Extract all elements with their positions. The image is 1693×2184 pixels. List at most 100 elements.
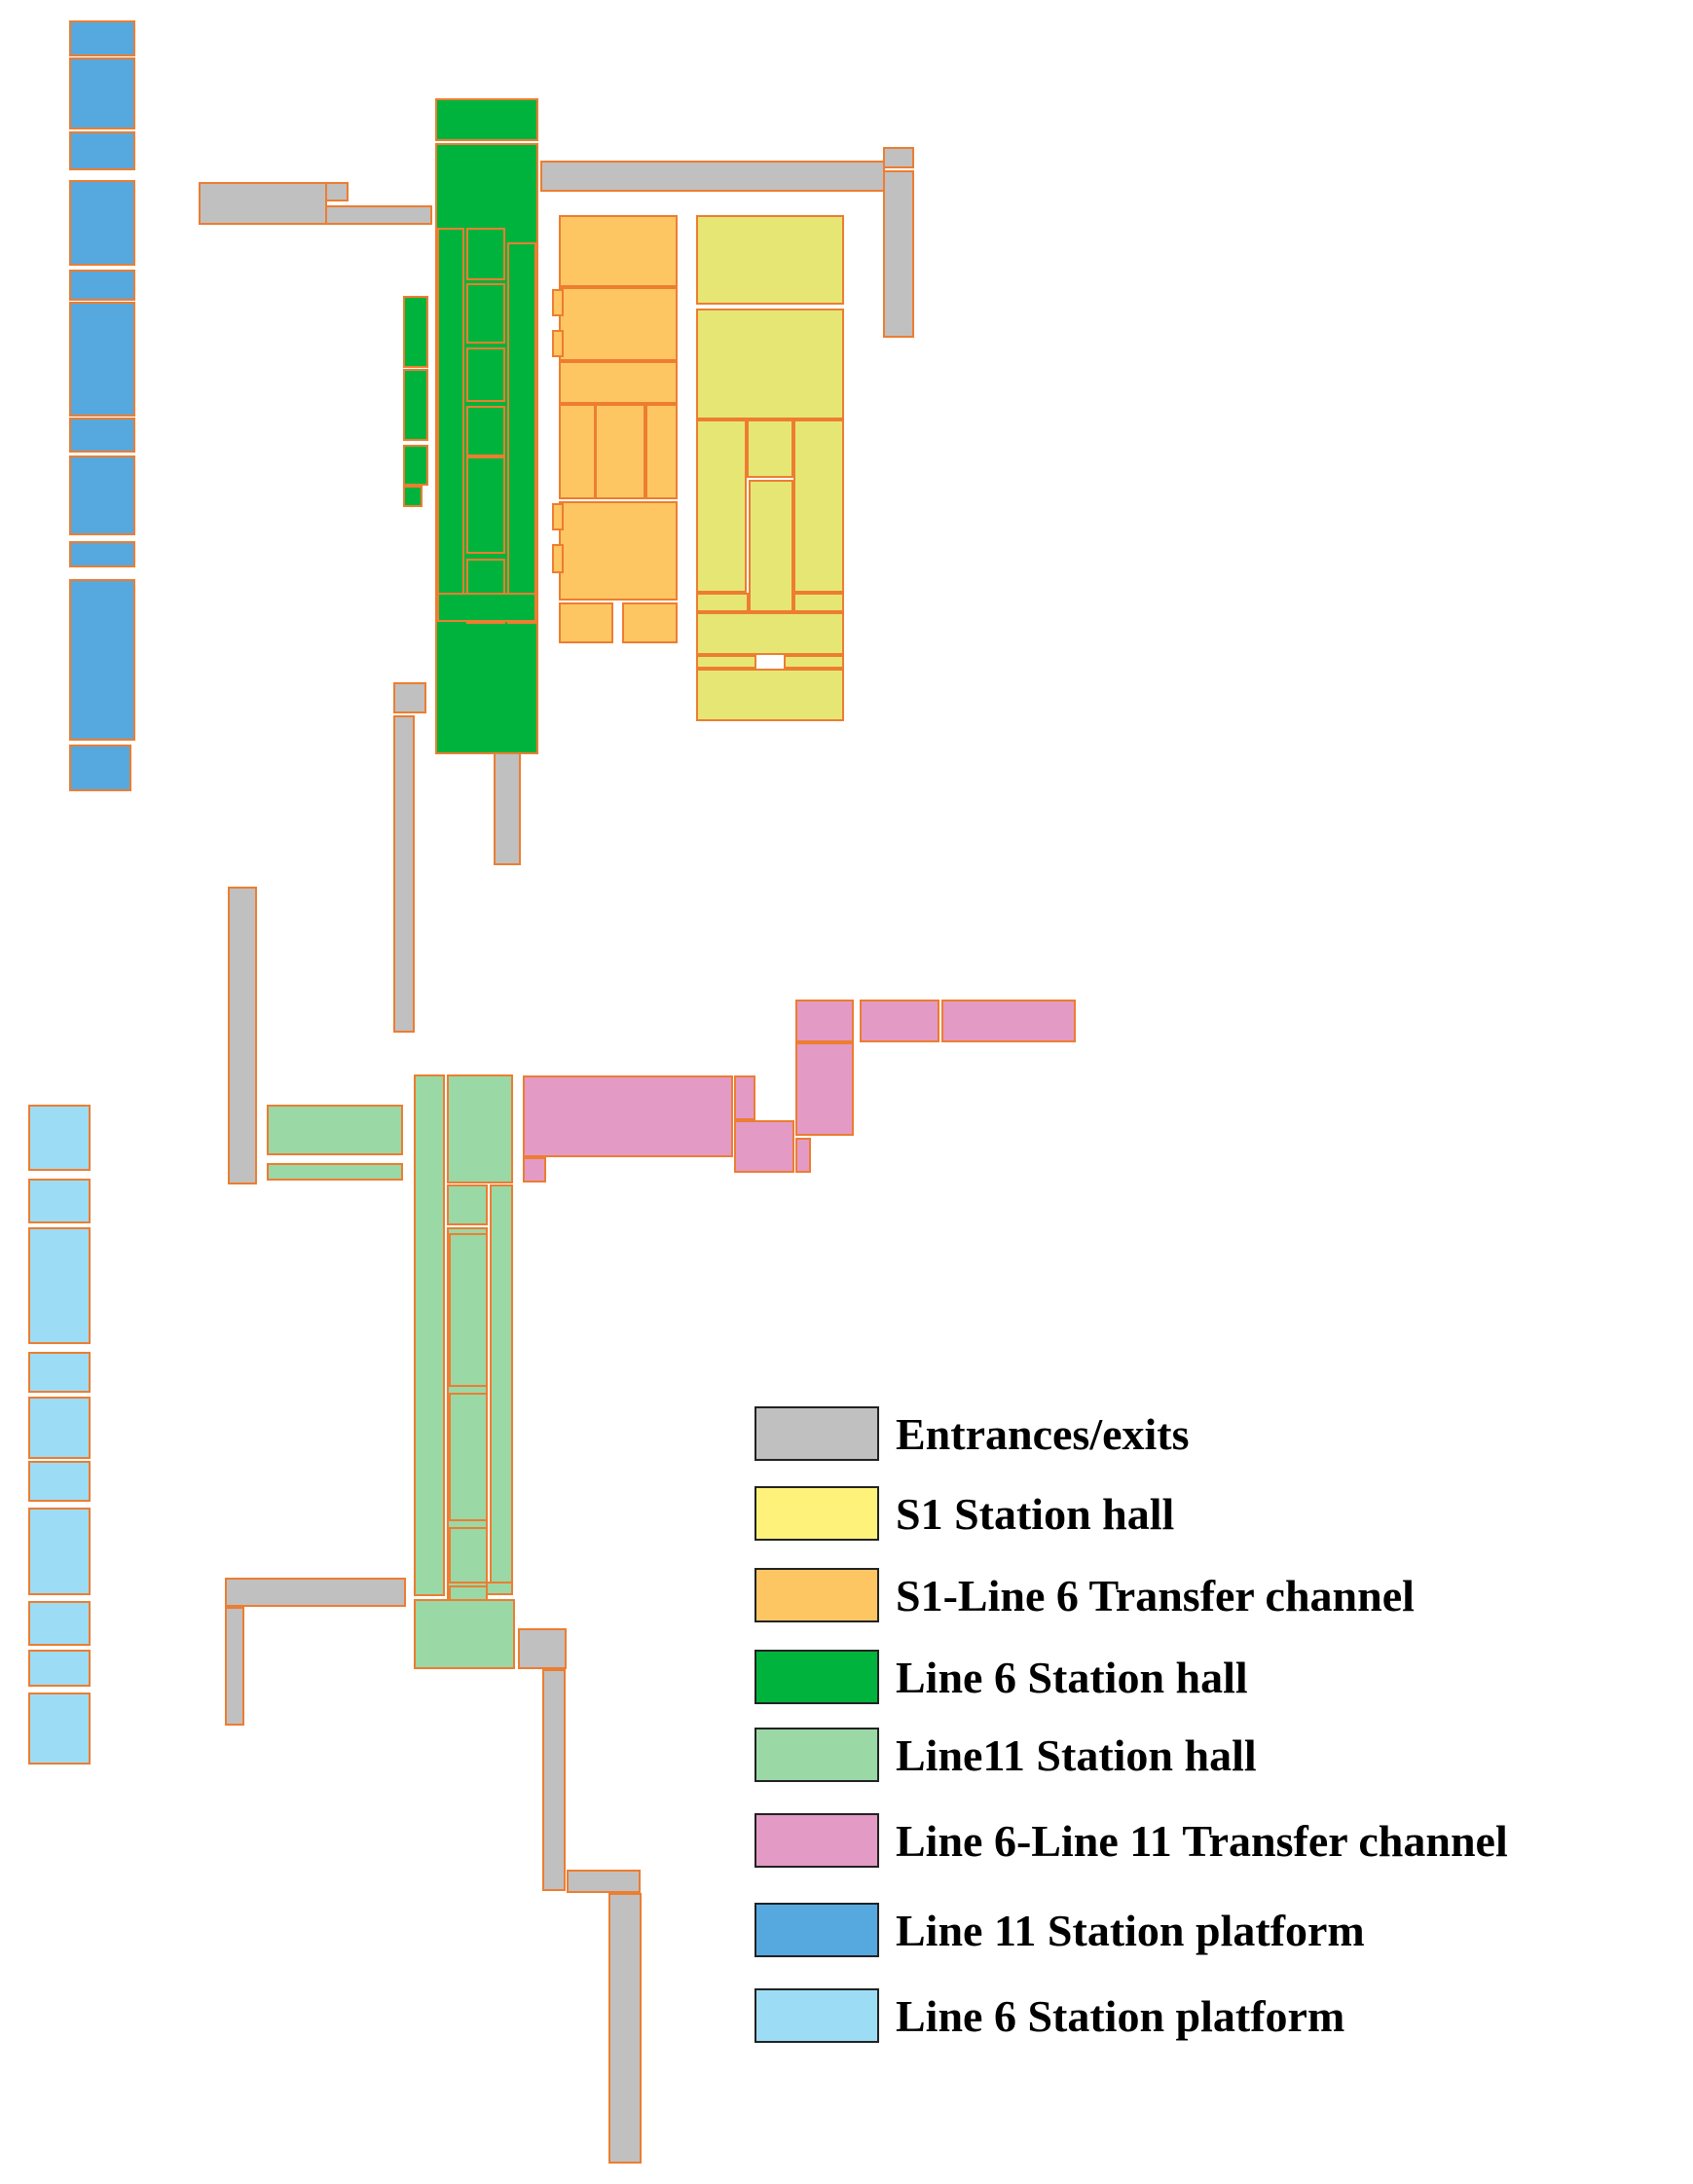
- line6-line11-transfer-block: [795, 1000, 854, 1042]
- line6-line11-transfer-block: [734, 1075, 755, 1120]
- line11-hall-block: [449, 1233, 488, 1387]
- s1-line6-transfer-block: [559, 501, 678, 601]
- line11-hall-block: [449, 1527, 488, 1583]
- line6-platform-block: [28, 1105, 91, 1171]
- s1-hall-block: [696, 655, 756, 669]
- entrance-exit-block: [228, 887, 257, 1184]
- s1-line6-transfer-block: [552, 330, 564, 357]
- line6-hall-inner-block: [466, 228, 505, 280]
- line6-line11-transfer-block: [523, 1075, 733, 1157]
- line6-platform-block: [28, 1508, 91, 1595]
- line11-platform-block: [69, 541, 135, 567]
- line11-platform-block: [69, 579, 135, 741]
- legend-label-s1-l6-transfer: S1-Line 6 Transfer channel: [896, 1571, 1415, 1620]
- line11-platform-block: [69, 418, 135, 453]
- line11-platform-block: [69, 131, 135, 170]
- s1-hall-block: [784, 655, 844, 669]
- line6-platform-block: [28, 1693, 91, 1765]
- legend-label-l6-hall: Line 6 Station hall: [896, 1653, 1248, 1702]
- legend-label-l6-l11-transfer: Line 6-Line 11 Transfer channel: [896, 1816, 1508, 1866]
- s1-line6-transfer-block: [552, 503, 564, 530]
- entrance-exit-block: [494, 752, 521, 865]
- line11-hall-block: [447, 1184, 488, 1225]
- s1-hall-block: [696, 215, 844, 305]
- line6-hall-inner-block: [437, 593, 536, 622]
- s1-hall-block: [696, 612, 844, 655]
- line6-platform-block: [28, 1397, 91, 1459]
- s1-hall-block: [696, 309, 844, 419]
- legend-label-l11-hall: Line11 Station hall: [896, 1730, 1257, 1780]
- entrance-exit-block: [325, 205, 432, 225]
- line11-platform-block: [69, 455, 135, 535]
- entrance-exit-block: [393, 682, 426, 713]
- line6-hall-block: [403, 369, 428, 441]
- legend-swatch-l6-l11-transfer: [754, 1813, 879, 1868]
- line11-platform-block: [69, 302, 135, 417]
- s1-line6-transfer-block: [595, 404, 645, 499]
- line6-hall-inner-block: [466, 456, 505, 554]
- entrance-exit-block: [225, 1578, 406, 1607]
- line6-platform-block: [28, 1227, 91, 1344]
- entrance-exit-block: [540, 161, 885, 192]
- line6-hall-block: [435, 98, 538, 141]
- line11-hall-block: [449, 1393, 488, 1521]
- entrance-exit-block: [542, 1669, 566, 1891]
- line6-platform-block: [28, 1179, 91, 1223]
- legend-swatch-l11-hall: [754, 1728, 879, 1782]
- entrance-exit-block: [608, 1893, 642, 2164]
- line6-line11-transfer-block: [860, 1000, 939, 1042]
- legend-swatch-entrance: [754, 1406, 879, 1461]
- s1-line6-transfer-block: [559, 602, 613, 643]
- line6-hall-inner-block: [466, 347, 505, 402]
- entrance-exit-block: [883, 170, 914, 338]
- line11-hall-block: [414, 1599, 515, 1669]
- line11-platform-block: [69, 20, 135, 56]
- line6-hall-inner-block: [507, 242, 536, 624]
- legend-label-s1-hall: S1 Station hall: [896, 1489, 1174, 1539]
- s1-line6-transfer-block: [559, 215, 678, 287]
- legend-label-l6-platform: Line 6 Station platform: [896, 1991, 1344, 2041]
- legend-label-l11-platform: Line 11 Station platform: [896, 1906, 1365, 1955]
- line6-line11-transfer-block: [795, 1042, 854, 1136]
- s1-hall-block: [793, 419, 844, 593]
- line11-hall-block: [414, 1074, 445, 1596]
- legend-swatch-l6-hall: [754, 1650, 879, 1704]
- line6-platform-block: [28, 1461, 91, 1502]
- line6-line11-transfer-block: [734, 1120, 794, 1173]
- s1-line6-transfer-block: [552, 544, 564, 573]
- entrance-exit-block: [325, 182, 349, 201]
- legend-swatch-l6-platform: [754, 1988, 879, 2043]
- s1-line6-transfer-block: [645, 404, 678, 499]
- line6-hall-inner-block: [466, 283, 505, 344]
- line11-platform-block: [69, 745, 131, 791]
- entrance-exit-block: [883, 147, 914, 168]
- legend-swatch-s1-hall: [754, 1486, 879, 1541]
- line11-platform-block: [69, 180, 135, 266]
- line6-hall-inner-block: [466, 559, 505, 598]
- line11-platform-block: [69, 270, 135, 301]
- line6-hall-block: [403, 486, 423, 507]
- line11-hall-block: [267, 1105, 403, 1155]
- line11-hall-block: [490, 1184, 513, 1595]
- s1-hall-block: [696, 419, 747, 593]
- entrance-exit-block: [518, 1628, 567, 1669]
- legend-label-entrance: Entrances/exits: [896, 1409, 1190, 1459]
- entrance-exit-block: [199, 182, 327, 225]
- line11-platform-block: [69, 57, 135, 129]
- line6-line11-transfer-block: [795, 1138, 811, 1173]
- line6-line11-transfer-block: [941, 1000, 1076, 1042]
- line11-hall-block: [486, 1582, 513, 1595]
- s1-hall-block: [793, 593, 844, 612]
- s1-hall-block: [696, 669, 844, 721]
- line11-hall-block: [447, 1074, 513, 1183]
- line11-hall-block: [267, 1163, 403, 1181]
- line6-hall-block: [403, 445, 428, 486]
- legend-swatch-s1-l6-transfer: [754, 1568, 879, 1622]
- s1-line6-transfer-block: [552, 289, 564, 316]
- s1-hall-block: [747, 419, 793, 478]
- station-blocks: [28, 20, 1076, 2164]
- line6-hall-inner-block: [437, 228, 464, 600]
- s1-hall-block: [749, 480, 793, 612]
- entrance-exit-block: [567, 1870, 641, 1893]
